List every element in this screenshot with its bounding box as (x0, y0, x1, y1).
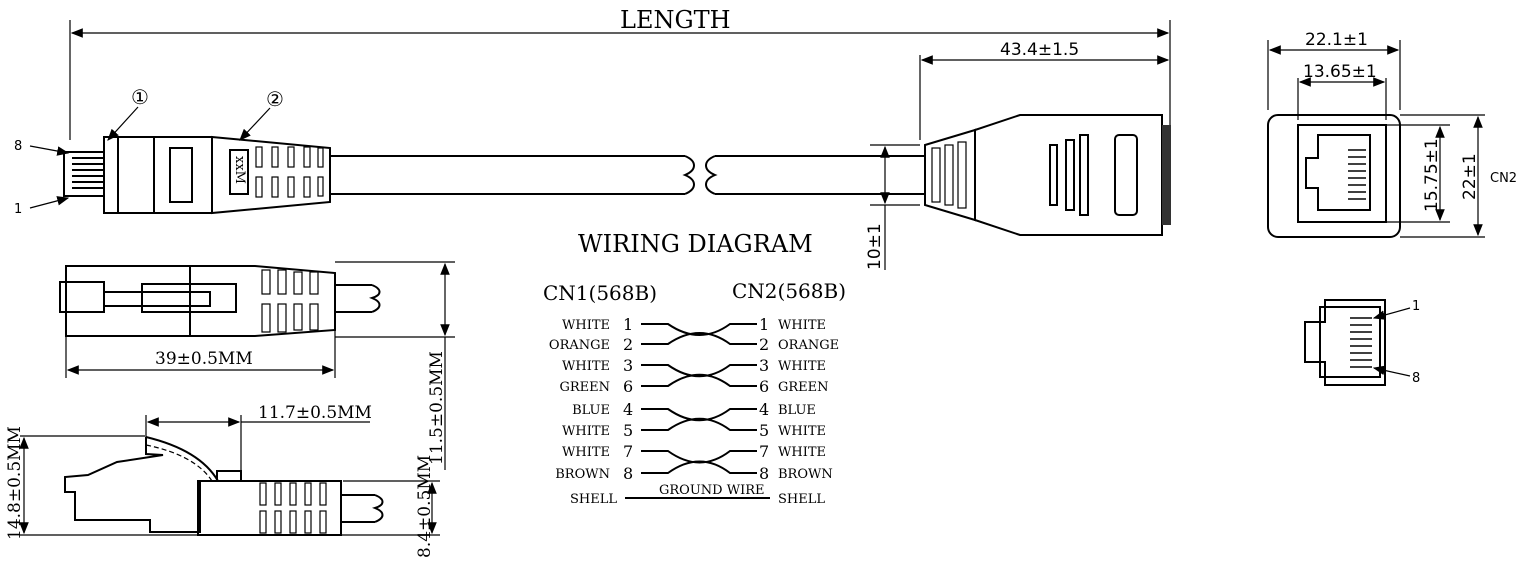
outer-width-label: 22.1±1 (1305, 30, 1368, 50)
left-wire-color: ORANGE (549, 338, 610, 353)
left-pin-number: 6 (623, 377, 633, 396)
twisted-pair-wire (641, 460, 757, 474)
left-wire-color: WHITE (562, 445, 610, 460)
plug-profile-view: 14.8±0.5MM 11.7±0.5MM 8.4±0.5MM (5, 403, 440, 558)
wiring-title: WIRING DIAGRAM (578, 230, 813, 258)
twisted-pair-wire (641, 323, 757, 336)
right-wire-color: WHITE (778, 318, 826, 333)
left-pin-number: 4 (623, 400, 633, 419)
right-wire-color: WHITE (778, 359, 826, 374)
inner-height-label: 15.75±1 (1422, 138, 1442, 212)
left-wire-color: WHITE (562, 318, 610, 333)
plug-height-label: 11.5±0.5MM (427, 351, 447, 465)
shell-left: SHELL (570, 492, 617, 507)
twisted-pair-wire (641, 373, 757, 387)
right-pin-number: 2 (759, 335, 769, 354)
ground-wire-label: GROUND WIRE (659, 483, 765, 498)
left-pin-number: 8 (623, 464, 633, 483)
cn2-label: CN2 (1490, 171, 1517, 186)
left-wire-color: WHITE (562, 359, 610, 374)
right-pin-number: 3 (759, 356, 769, 375)
plug-side-view: 11.5±0.5MM 39±0.5MM (59, 261, 455, 470)
outer-height-label: 22±1 (1460, 153, 1480, 200)
left-pin-number: 1 (623, 315, 633, 334)
jack-pin8-label: 8 (1412, 371, 1420, 386)
left-wire-color: WHITE (562, 424, 610, 439)
right-pin-number: 6 (759, 377, 769, 396)
callout-1: ① (131, 85, 149, 109)
right-pin-number: 5 (759, 421, 769, 440)
inner-width-label: 13.65±1 (1303, 62, 1377, 82)
shell-right: SHELL (778, 492, 825, 507)
cn2-header: CN2(568B) (732, 279, 846, 303)
wiring-diagram: WIRING DIAGRAM CN1(568B) CN2(568B) WHITE… (543, 230, 846, 507)
left-pin-number: 3 (623, 356, 633, 375)
twisted-pair-wire (641, 417, 757, 431)
right-wire-color: BROWN (778, 467, 833, 482)
jack-pin1-label: 1 (1412, 299, 1420, 314)
body-height-label: 8.4±0.5MM (415, 455, 435, 558)
twisted-pair-wire (641, 332, 757, 345)
rj45-jack-connector (924, 114, 1171, 236)
height-label: 10±1 (865, 223, 885, 270)
boot-length-label: 43.4±1.5 (1000, 40, 1079, 60)
latch-length-label: 11.7±0.5MM (258, 403, 372, 423)
left-wire-color: BLUE (572, 403, 610, 418)
rj45-plug-top: xxM (63, 135, 331, 215)
left-pin-number: 7 (623, 442, 633, 461)
twisted-pair-wire (641, 364, 757, 378)
right-wire-color: GREEN (778, 380, 829, 395)
right-wire-color: WHITE (778, 424, 826, 439)
right-pin-number: 7 (759, 442, 769, 461)
boot-mark: xxM (232, 156, 247, 184)
pin1-label: 1 (14, 202, 22, 217)
right-wire-color: ORANGE (778, 338, 839, 353)
right-pin-number: 1 (759, 315, 769, 334)
callout-2: ② (266, 87, 284, 111)
total-height-label: 14.8±0.5MM (5, 426, 25, 540)
right-wire-color: WHITE (778, 445, 826, 460)
right-wire-color: BLUE (778, 403, 816, 418)
left-wire-color: GREEN (559, 380, 610, 395)
top-view: LENGTH 43.4±1.5 xxM (14, 6, 1171, 270)
plug-length-label: 39±0.5MM (155, 349, 253, 369)
left-pin-number: 2 (623, 335, 633, 354)
left-pin-number: 5 (623, 421, 633, 440)
pin8-label: 8 (14, 139, 22, 154)
length-label: LENGTH (620, 6, 731, 34)
twisted-pair-wire (641, 408, 757, 422)
left-wire-color: BROWN (555, 467, 610, 482)
end-view: 22.1±1 13.65±1 15.75±1 22±1 CN2 1 8 (1267, 30, 1517, 386)
right-pin-number: 8 (759, 464, 769, 483)
right-pin-number: 4 (759, 400, 769, 419)
cn1-header: CN1(568B) (543, 281, 657, 305)
